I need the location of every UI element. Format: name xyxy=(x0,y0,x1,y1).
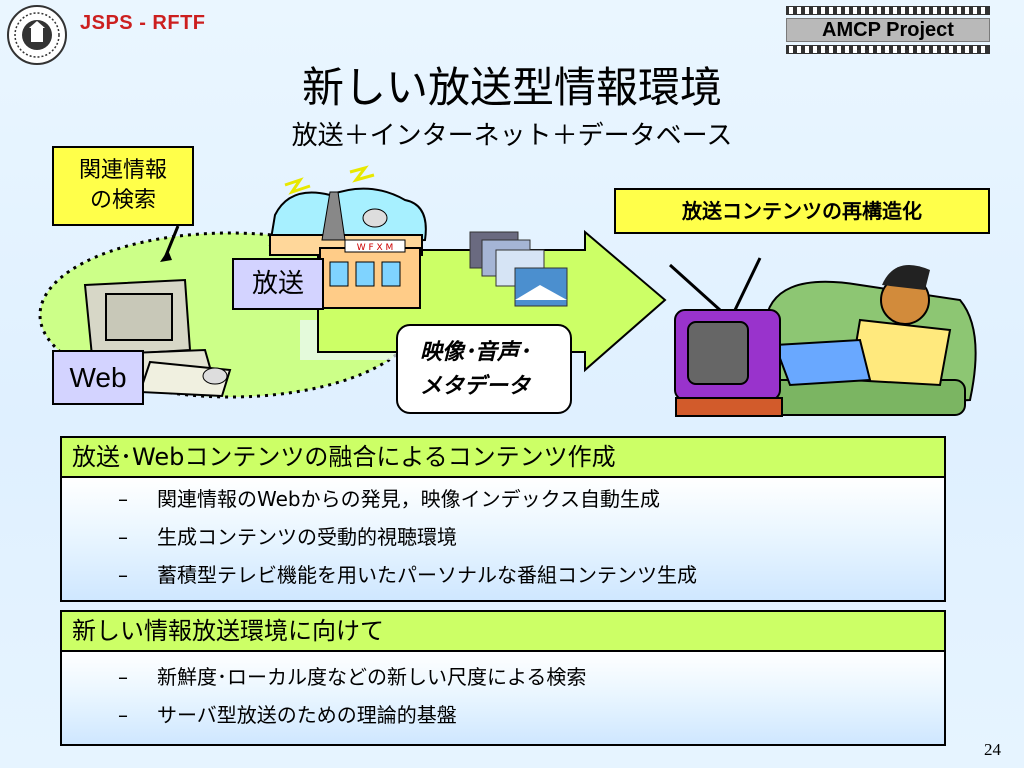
broadcast-label: 放送 xyxy=(232,258,324,310)
bullet-item: –サーバ型放送のための理論的基盤 xyxy=(62,696,944,734)
project-badge: AMCP Project xyxy=(786,6,990,54)
media-metadata-callout: 映像･音声･ メタデータ xyxy=(396,324,572,414)
related-search-line-1: 関連情報 xyxy=(78,158,167,183)
broadcast-station-icon: W F X M xyxy=(268,165,427,309)
related-info-search-note: 関連情報 の検索 xyxy=(52,146,194,226)
organization-name: JSPS - RFTF xyxy=(80,12,206,34)
project-name: AMCP Project xyxy=(786,18,990,42)
station-sign: W F X M xyxy=(357,243,394,253)
section-heading-new-environment: 新しい情報放送環境に向けて xyxy=(60,610,946,652)
university-seal-logo xyxy=(6,4,68,66)
media-line-1: 映像･音声･ xyxy=(420,340,531,365)
slide-subtitle: 放送＋インターネット＋データベース xyxy=(291,121,733,151)
video-frames-icon xyxy=(469,231,568,307)
page-number: 24 xyxy=(984,740,1001,759)
bullet-item: –生成コンテンツの受動的視聴環境 xyxy=(62,518,944,556)
media-line-2: メタデータ xyxy=(420,374,531,399)
related-search-line-2: の検索 xyxy=(89,188,156,213)
bullet-item: –新鮮度･ローカル度などの新しい尺度による検索 xyxy=(62,658,944,696)
bullet-item: –関連情報のWebからの発見，映像インデックス自動生成 xyxy=(62,480,944,518)
section-heading-content-fusion: 放送･Webコンテンツの融合によるコンテンツ作成 xyxy=(60,436,946,478)
bullet-dash: – xyxy=(118,525,128,549)
bullet-dash: – xyxy=(118,703,128,727)
section-body-new-environment: –新鮮度･ローカル度などの新しい尺度による検索 –サーバ型放送のための理論的基盤 xyxy=(60,652,946,746)
web-label: Web xyxy=(52,350,144,405)
content-restructuring-label: 放送コンテンツの再構造化 xyxy=(614,188,990,234)
section-body-content-fusion: –関連情報のWebからの発見，映像インデックス自動生成 –生成コンテンツの受動的… xyxy=(60,478,946,602)
slide-title: 新しい放送型情報環境 xyxy=(301,63,722,112)
viewer-watching-tv-icon xyxy=(668,257,977,417)
bullet-dash: – xyxy=(118,487,128,511)
bullet-item: –蓄積型テレビ機能を用いたパーソナルな番組コンテンツ生成 xyxy=(62,556,944,594)
bullet-dash: – xyxy=(118,563,128,587)
computer-icon xyxy=(80,278,232,398)
bullet-dash: – xyxy=(118,665,128,689)
